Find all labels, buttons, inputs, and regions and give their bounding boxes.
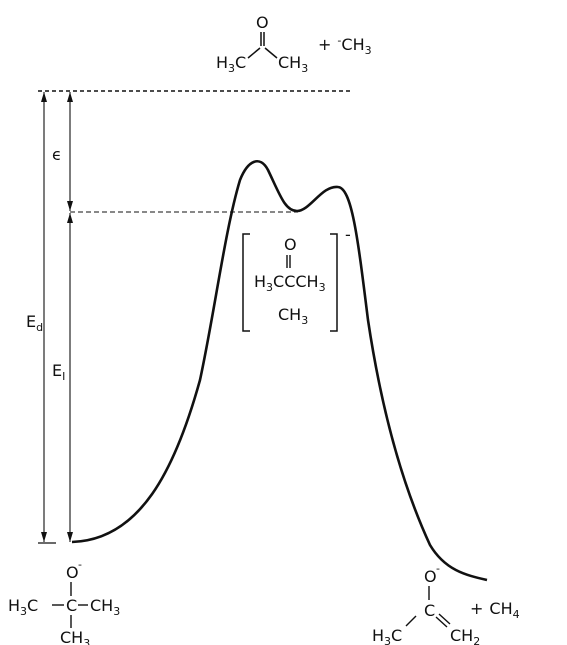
ed-arrow bbox=[41, 92, 47, 542]
complex-left-bracket bbox=[242, 233, 250, 332]
potential-energy-curve bbox=[71, 160, 488, 582]
ketone-left-methyl: H3C bbox=[216, 53, 246, 75]
epsilon-arrow bbox=[67, 92, 73, 211]
plus-methyl-anion: +-CH3 bbox=[318, 34, 372, 57]
complex-main-row: H3CCCH3 bbox=[254, 272, 326, 294]
product-left-methyl: H3C bbox=[372, 626, 402, 645]
reactant-charge: - bbox=[78, 558, 82, 571]
ei-arrow bbox=[67, 213, 73, 542]
top-species: O H3C CH3 +-CH3 bbox=[216, 13, 372, 75]
complex-methyl: CH3 bbox=[278, 305, 308, 327]
ei-label: EI bbox=[52, 361, 65, 383]
product-enolate-methane: O - C H3C CH2 +CH4 bbox=[372, 562, 520, 645]
epsilon-label: ϵ bbox=[52, 145, 62, 164]
complex-right-bracket bbox=[330, 233, 338, 332]
reactant-center-carbon: C bbox=[66, 596, 77, 615]
ketone-right-bond bbox=[264, 47, 278, 59]
product-double-bond-a bbox=[438, 613, 451, 625]
ed-label: Ed bbox=[26, 312, 43, 334]
reactant-bottom-methyl: CH3 bbox=[60, 628, 90, 645]
ketone-right-methyl: CH3 bbox=[278, 53, 308, 75]
ion-molecule-complex: - O H3CCCH3 CH3 bbox=[242, 225, 351, 332]
ketone-oxygen: O bbox=[256, 13, 269, 32]
product-center-carbon: C bbox=[424, 601, 435, 620]
complex-charge: - bbox=[345, 225, 351, 244]
reactant-right-methyl: CH3 bbox=[90, 596, 120, 618]
product-double-bond-b bbox=[435, 616, 448, 628]
reactant-left-methyl: H3C bbox=[8, 596, 38, 618]
ketone-left-bond bbox=[247, 47, 261, 59]
product-plus-methane: +CH4 bbox=[470, 599, 520, 621]
product-methylene: CH2 bbox=[450, 626, 480, 645]
reactant-tert-butoxide: O - H3C C CH3 CH3 bbox=[8, 558, 120, 645]
product-left-bond bbox=[405, 615, 417, 627]
product-charge: - bbox=[436, 562, 440, 575]
complex-oxygen: O bbox=[284, 235, 297, 254]
product-oxygen: O bbox=[424, 567, 437, 586]
reactant-oxygen: O bbox=[66, 563, 79, 582]
